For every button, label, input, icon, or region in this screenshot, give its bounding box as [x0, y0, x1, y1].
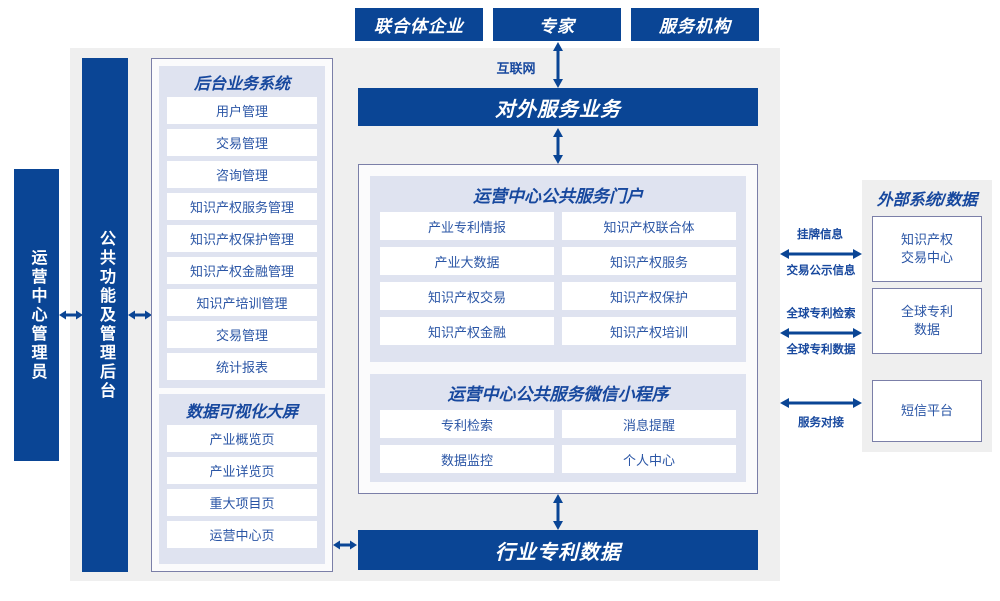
- arrow-external-sms-platform: [780, 398, 862, 408]
- arrow-external-global-patent: [780, 328, 862, 338]
- arrow-external-trade-center: [780, 249, 862, 259]
- backoffice-item[interactable]: 用户管理: [167, 97, 317, 124]
- miniprogram-item[interactable]: 消息提醒: [562, 410, 736, 438]
- dataviz-title: 数据可视化大屏: [185, 403, 298, 421]
- dataviz-item[interactable]: 产业详览页: [167, 457, 317, 484]
- portal-item[interactable]: 产业大数据: [380, 247, 554, 275]
- portal-item[interactable]: 知识产权保护: [562, 282, 736, 310]
- backoffice-item[interactable]: 统计报表: [167, 353, 317, 380]
- top-actor-label: 服务机构: [659, 17, 731, 36]
- dataviz-group: 数据可视化大屏 产业概览页 产业详览页 重大项目页 运营中心页: [159, 394, 325, 564]
- miniprogram-item[interactable]: 数据监控: [380, 445, 554, 473]
- backoffice-item[interactable]: 咨询管理: [167, 161, 317, 188]
- operations-admin-label: 运营中心管理员: [28, 248, 46, 382]
- connector-label-internet: 互联网: [496, 60, 536, 76]
- backoffice-item[interactable]: 交易管理: [167, 321, 317, 348]
- top-actor-box-0: 联合体企业: [355, 8, 483, 41]
- top-actor-box-2: 服务机构: [631, 8, 759, 41]
- backoffice-item[interactable]: 知识产权保护管理: [167, 225, 317, 252]
- arrow-portal-to-industry-data: [553, 494, 563, 530]
- backoffice-item[interactable]: 知识产权服务管理: [167, 193, 317, 220]
- top-actor-box-1: 专家: [493, 8, 621, 41]
- portal-item[interactable]: 产业专利情报: [380, 212, 554, 240]
- common-backend-bar: 公共功能及管理后台: [82, 58, 128, 572]
- industry-patent-data-label: 行业专利数据: [495, 541, 621, 564]
- external-service-label: 对外服务业务: [495, 98, 621, 121]
- arrow-backend-to-backoffice: [128, 310, 152, 320]
- dataviz-item[interactable]: 产业概览页: [167, 425, 317, 452]
- connector-label-global-patent-search: 全球专利检索: [786, 308, 856, 320]
- miniprogram-item[interactable]: 个人中心: [562, 445, 736, 473]
- connector-label-listing-info: 挂牌信息: [797, 229, 843, 241]
- top-actor-label: 联合体企业: [374, 17, 464, 36]
- portal-title: 运营中心公共服务门户: [473, 186, 643, 206]
- backoffice-group: 后台业务系统 用户管理 交易管理 咨询管理 知识产权服务管理 知识产权保护管理 …: [159, 66, 325, 388]
- common-backend-label: 公共功能及管理后台: [97, 229, 114, 401]
- arrow-panel-to-industry-data: [333, 540, 357, 550]
- top-actor-label: 专家: [539, 17, 575, 36]
- portal-group: 运营中心公共服务门户 产业专利情报 知识产权联合体 产业大数据 知识产权服务 知…: [370, 176, 746, 362]
- portal-item[interactable]: 知识产权服务: [562, 247, 736, 275]
- external-system-item-1[interactable]: 全球专利 数据: [872, 288, 982, 354]
- arrow-internet-vertical: [553, 42, 563, 88]
- external-systems-title: 外部系统/数据: [876, 192, 978, 209]
- backoffice-item[interactable]: 知识产权金融管理: [167, 257, 317, 284]
- external-system-item-2[interactable]: 短信平台: [872, 380, 982, 442]
- connector-label-global-patent-data: 全球专利数据: [786, 344, 856, 356]
- backoffice-title: 后台业务系统: [193, 75, 290, 93]
- miniprogram-title: 运营中心公共服务微信小程序: [447, 384, 669, 404]
- backoffice-item[interactable]: 知识产培训管理: [167, 289, 317, 316]
- arrow-service-to-portal: [553, 128, 563, 164]
- connector-label-trade-public-info: 交易公示信息: [786, 265, 856, 277]
- miniprogram-group: 运营中心公共服务微信小程序 专利检索 消息提醒 数据监控 个人中心: [370, 374, 746, 482]
- backoffice-item[interactable]: 交易管理: [167, 129, 317, 156]
- portal-item[interactable]: 知识产权交易: [380, 282, 554, 310]
- miniprogram-item[interactable]: 专利检索: [380, 410, 554, 438]
- connector-label-service-docking: 服务对接: [798, 417, 844, 429]
- external-service-bar: 对外服务业务: [358, 88, 758, 126]
- industry-patent-data-bar: 行业专利数据: [358, 530, 758, 570]
- portal-item[interactable]: 知识产权金融: [380, 317, 554, 345]
- dataviz-item[interactable]: 运营中心页: [167, 521, 317, 548]
- arrow-admin-to-backend: [59, 310, 83, 320]
- operations-admin-bar: 运营中心管理员: [14, 169, 59, 461]
- dataviz-item[interactable]: 重大项目页: [167, 489, 317, 516]
- external-system-item-0[interactable]: 知识产权 交易中心: [872, 216, 982, 282]
- portal-item[interactable]: 知识产权联合体: [562, 212, 736, 240]
- portal-item[interactable]: 知识产权培训: [562, 317, 736, 345]
